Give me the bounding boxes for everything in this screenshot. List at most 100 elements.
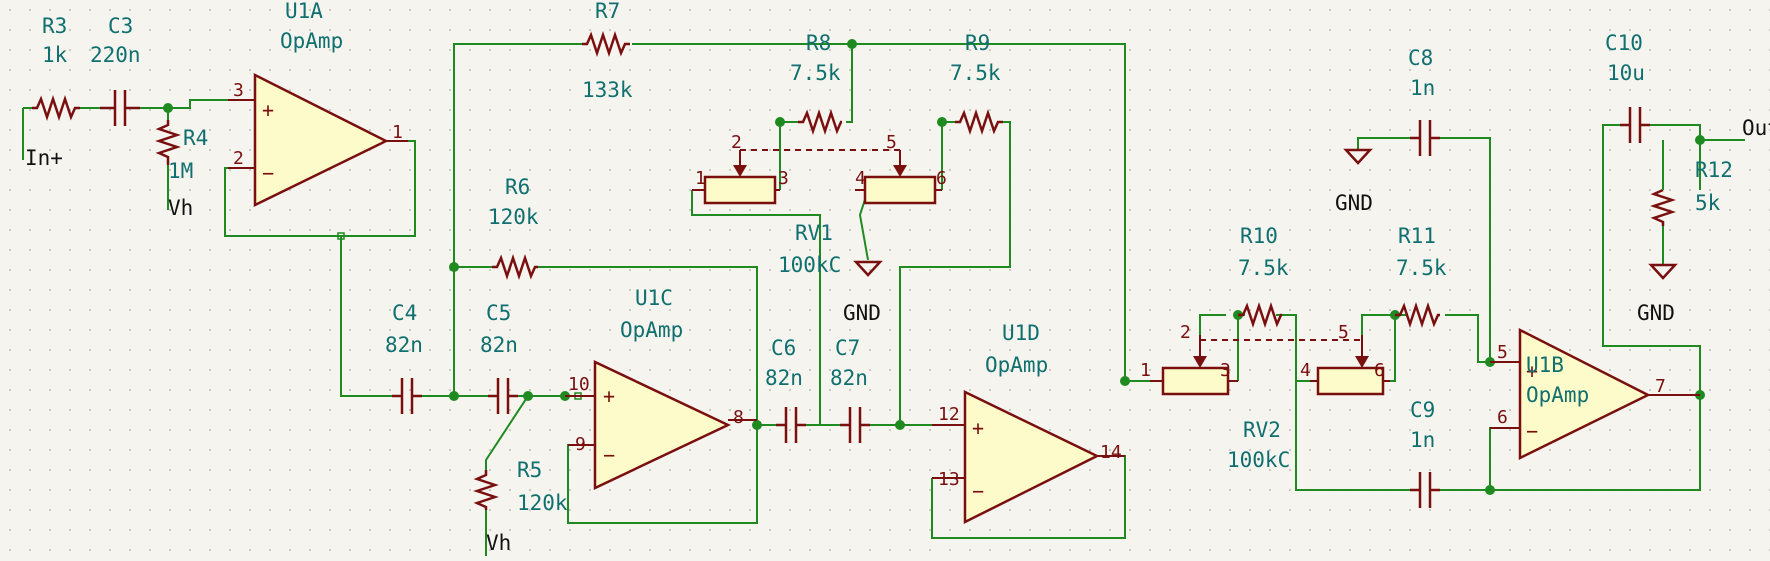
value-r7: 133k — [582, 78, 633, 102]
capacitor-c8[interactable] — [1410, 120, 1440, 156]
net-label-gnd: GND — [1637, 301, 1675, 325]
ground-icon — [853, 260, 883, 277]
wire-r7-right — [632, 43, 1126, 381]
capacitor-symbol — [100, 90, 140, 126]
resistor-r4[interactable] — [155, 120, 181, 165]
value-r3: 1k — [42, 43, 68, 67]
resistor-r5[interactable] — [473, 470, 499, 510]
opamp-u1c[interactable]: + − 10 9 8 — [565, 360, 757, 490]
capacitor-c10[interactable] — [1620, 107, 1650, 143]
ref-r9: R9 — [965, 31, 990, 55]
wire-c8-right — [1440, 137, 1491, 362]
pin-number: 2 — [1180, 322, 1191, 343]
plus-sign: + — [1526, 359, 1538, 383]
resistor-symbol — [155, 120, 181, 165]
capacitor-symbol — [1620, 107, 1650, 143]
ref-r10: R10 — [1240, 224, 1278, 248]
junction — [1485, 485, 1495, 495]
capacitor-c9[interactable] — [1410, 472, 1440, 508]
plus-sign: + — [262, 98, 274, 122]
ref-r5: R5 — [517, 458, 542, 482]
value-c3: 220n — [90, 43, 141, 67]
pin-number: 1 — [1140, 360, 1151, 381]
resistor-r8[interactable] — [798, 109, 843, 135]
value-c6: 82n — [765, 366, 803, 390]
resistor-symbol — [492, 254, 538, 280]
pin-number: 10 — [568, 374, 590, 395]
value-u1d: OpAmp — [985, 353, 1048, 377]
junction — [163, 103, 173, 113]
component-labels: R3 1k C3 220n U1A OpAmp R4 1M R7 133k R8… — [42, 0, 1733, 515]
potentiometer-rv2[interactable]: 1 2 3 4 5 6 — [1140, 322, 1390, 396]
ground-icon — [1343, 148, 1373, 165]
capacitor-c6[interactable] — [776, 407, 806, 443]
wiper-arrow — [893, 165, 907, 177]
value-rv1: 100kC — [778, 253, 841, 277]
opamp-u1d[interactable]: + − 12 13 14 — [932, 390, 1125, 525]
potentiometer-rv1[interactable]: 1 2 3 4 5 6 — [692, 132, 947, 205]
junction — [1695, 135, 1705, 145]
wire-node-u1a — [168, 99, 228, 109]
resistor-r12[interactable] — [1650, 188, 1676, 226]
opamp-symbol — [963, 390, 1100, 525]
ground-symbol-c8 — [1343, 138, 1373, 165]
plus-sign: + — [972, 416, 984, 440]
capacitor-symbol — [488, 378, 518, 414]
pin-number: 1 — [392, 122, 403, 143]
pin-number: 5 — [1497, 342, 1508, 363]
opamp-pins — [1490, 361, 1700, 429]
opamp-symbol — [253, 72, 389, 208]
resistor-r9[interactable] — [955, 109, 1003, 135]
net-label-gnd: GND — [843, 301, 881, 325]
value-c5: 82n — [480, 333, 518, 357]
opamp-u1a[interactable]: + − 3 2 1 — [228, 72, 408, 208]
resistor-r7[interactable] — [582, 31, 630, 57]
capacitor-c3[interactable] — [100, 90, 140, 126]
pin-number: 13 — [938, 469, 960, 490]
value-c4: 82n — [385, 333, 423, 357]
value-r10: 7.5k — [1238, 256, 1289, 280]
wire-rv1-p1 — [691, 190, 821, 425]
junction — [752, 420, 762, 430]
resistor-symbol — [582, 31, 630, 57]
net-label-vh: Vh — [168, 196, 193, 220]
capacitor-c7[interactable] — [840, 407, 870, 443]
value-c10: 10u — [1607, 61, 1645, 85]
pot-element — [863, 175, 937, 205]
minus-sign: − — [603, 443, 615, 467]
pin-number: 5 — [1338, 322, 1349, 343]
resistor-r6[interactable] — [492, 254, 538, 280]
resistor-r11[interactable] — [1395, 302, 1440, 328]
ref-c3: C3 — [108, 14, 133, 38]
resistor-symbol — [955, 109, 1003, 135]
ref-c7: C7 — [835, 336, 860, 360]
ref-c4: C4 — [392, 301, 417, 325]
junction — [449, 262, 459, 272]
capacitor-c4[interactable] — [392, 378, 422, 414]
pin-number: 8 — [733, 407, 744, 428]
pin-number: 1 — [695, 168, 706, 189]
wire-u1a-feedback — [224, 140, 416, 237]
pot-wiper-lead — [739, 150, 901, 162]
pin-number: 4 — [1300, 360, 1311, 381]
opamp-u1b[interactable]: + − 5 6 7 — [1490, 327, 1700, 461]
ref-rv2: RV2 — [1243, 418, 1281, 442]
resistor-r3[interactable] — [32, 95, 80, 121]
wiper-arrow — [1355, 356, 1369, 368]
value-u1a: OpAmp — [280, 29, 343, 53]
pin-number: 6 — [1374, 360, 1385, 381]
pin-number: 7 — [1655, 376, 1666, 397]
pin-number: 3 — [778, 168, 789, 189]
pin-number: 6 — [936, 168, 947, 189]
value-c9: 1n — [1410, 428, 1435, 452]
value-r9: 7.5k — [950, 61, 1001, 85]
plus-sign: + — [603, 384, 615, 408]
pot-element — [1316, 366, 1385, 396]
capacitor-c5[interactable] — [488, 378, 518, 414]
pin-number: 14 — [1100, 442, 1122, 463]
ref-r6: R6 — [505, 175, 530, 199]
wire-u1a-out — [340, 236, 392, 397]
resistor-r10[interactable] — [1238, 302, 1283, 328]
opamp-symbol — [593, 360, 731, 490]
ref-u1c: U1C — [635, 286, 673, 310]
